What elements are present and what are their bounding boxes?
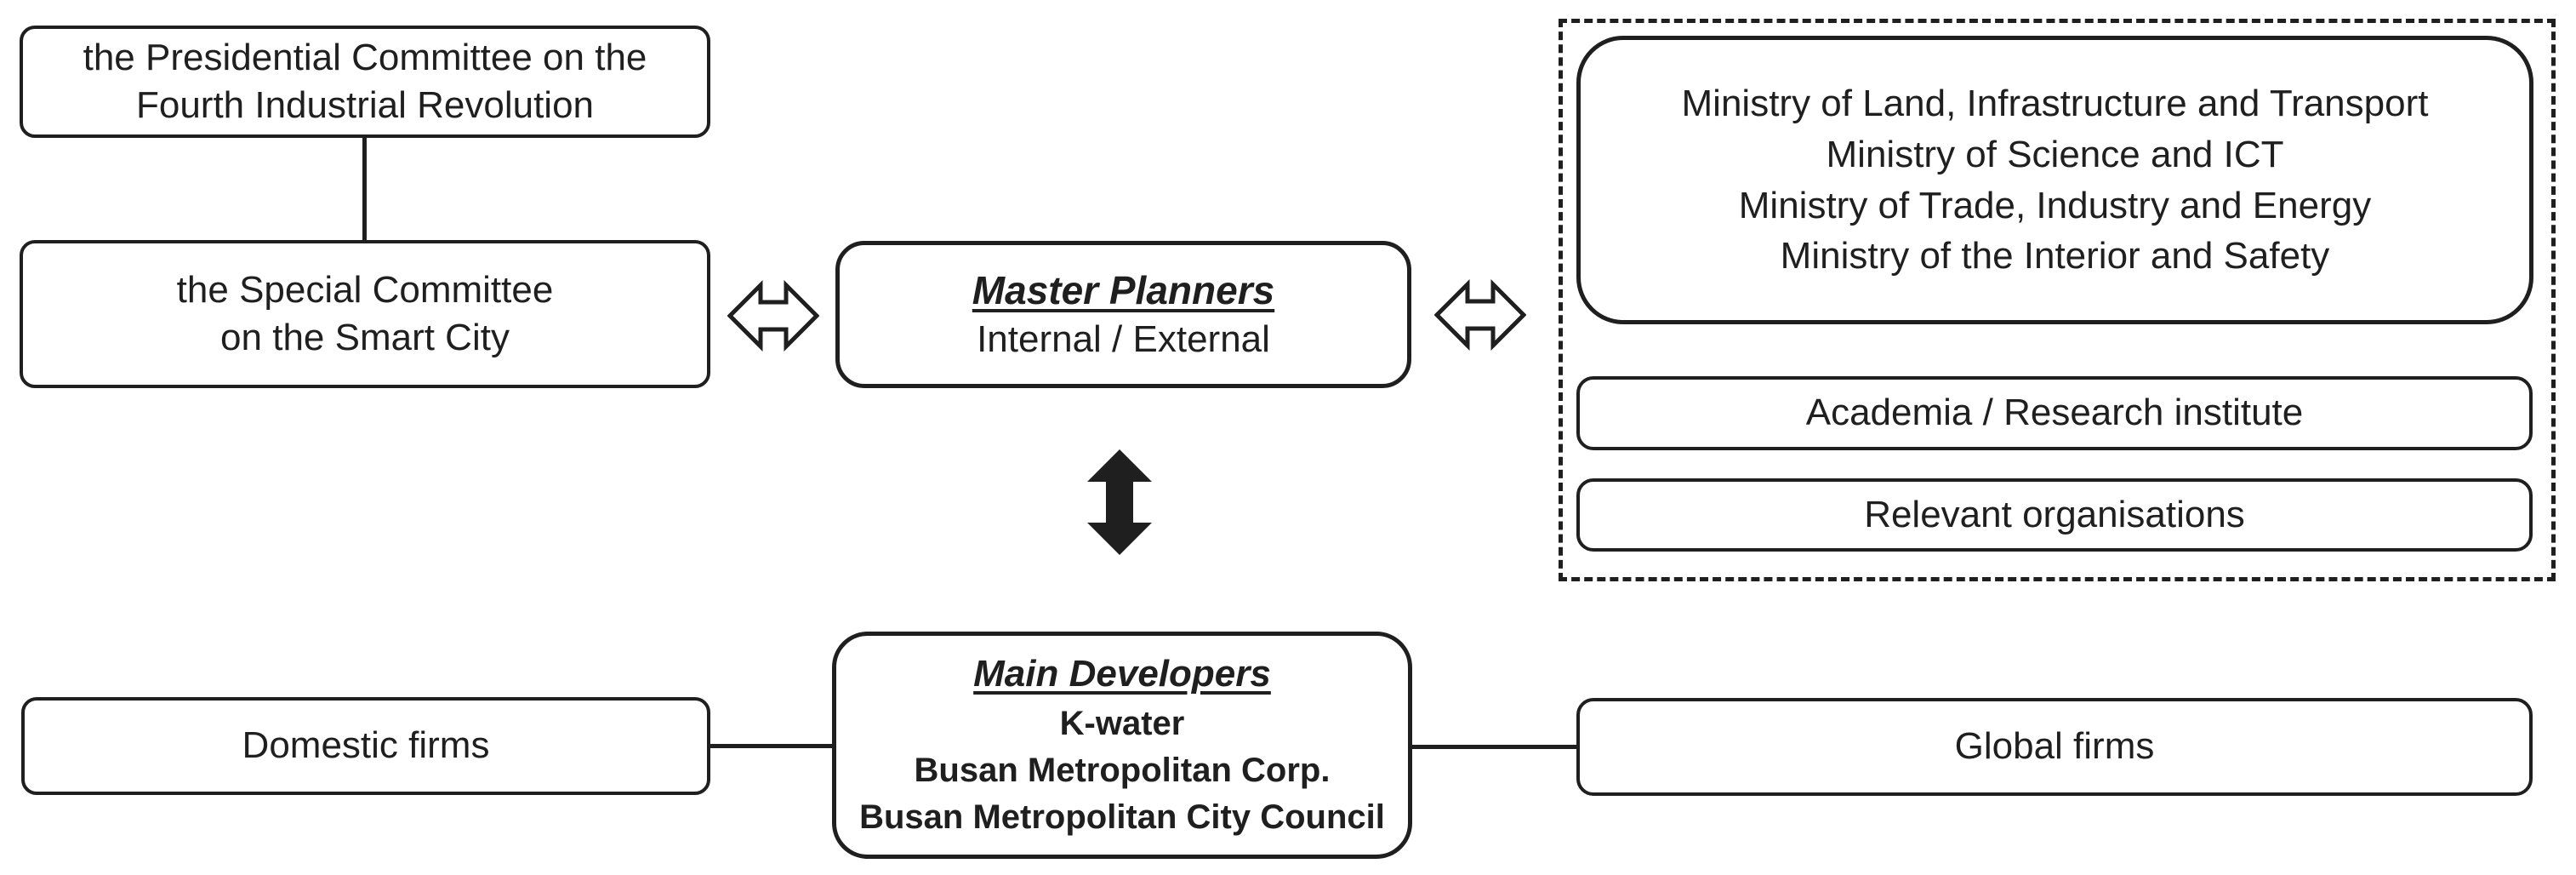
box-text-line: Relevant organisations	[1864, 493, 2245, 535]
box-text-line: K-water	[1059, 705, 1185, 743]
box-text-line: Ministry of Trade, Industry and Energy	[1738, 184, 2372, 226]
government-group-dashed-container	[1559, 19, 2556, 581]
box-text-line: Internal / External	[977, 317, 1270, 360]
box-text-line: the Presidential Committee on the	[83, 36, 647, 78]
box-text-line: Ministry of Land, Infrastructure and Tra…	[1681, 82, 2429, 124]
connector-line-horizontal	[709, 744, 834, 748]
box-title: Main Developers	[973, 653, 1271, 695]
box-text-line: Fourth Industrial Revolution	[135, 84, 595, 126]
box-text-line: Ministry of Science and ICT	[1826, 133, 2284, 175]
box-text-line: Global firms	[1954, 725, 2155, 768]
relevant-organisations-box: Relevant organisations	[1576, 478, 2533, 552]
master-planners-box: Master Planners Internal / External	[835, 241, 1411, 388]
up-down-arrow-icon	[1087, 449, 1152, 555]
box-text-line: Academia / Research institute	[1805, 392, 2304, 434]
box-title: Master Planners	[972, 267, 1275, 312]
domestic-firms-box: Domestic firms	[21, 697, 710, 795]
left-right-arrow-icon	[727, 279, 819, 352]
box-text-line: Busan Metropolitan City Council	[859, 798, 1385, 837]
presidential-committee-box: the Presidential Committee on the Fourth…	[20, 26, 710, 138]
box-text-line: on the Smart City	[220, 317, 510, 358]
special-committee-box: the Special Committee on the Smart City	[20, 240, 710, 388]
main-developers-box: Main Developers K-water Busan Metropolit…	[832, 632, 1412, 859]
left-right-arrow-icon	[1434, 278, 1526, 352]
box-text-line: Domestic firms	[242, 724, 490, 767]
academia-research-box: Academia / Research institute	[1576, 376, 2533, 450]
box-text-line: Ministry of the Interior and Safety	[1780, 235, 2330, 277]
ministries-box: Ministry of Land, Infrastructure and Tra…	[1576, 36, 2533, 324]
connector-line-vertical	[362, 138, 367, 242]
connector-line-horizontal	[1411, 745, 1578, 749]
box-text-line: the Special Committee	[176, 268, 554, 311]
box-text-line: Busan Metropolitan Corp.	[914, 752, 1331, 790]
global-firms-box: Global firms	[1576, 698, 2533, 796]
